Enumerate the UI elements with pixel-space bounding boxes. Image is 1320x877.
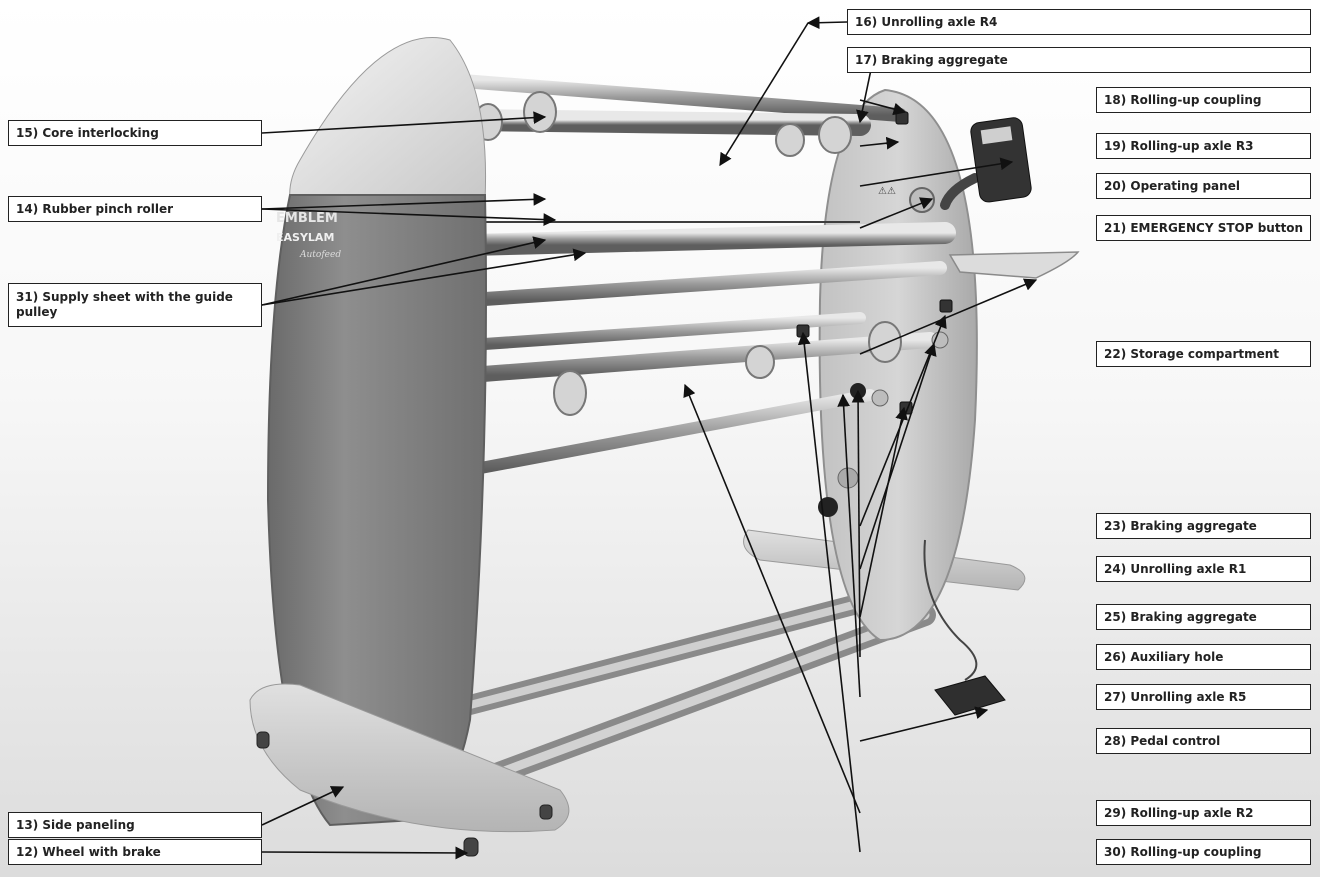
callout-12: 12) Wheel with brake	[8, 839, 262, 865]
leader-19	[859, 136, 900, 150]
brand-text-easylam: EASYLAM	[276, 231, 334, 244]
leader-13	[261, 786, 345, 826]
callout-23: 23) Braking aggregate	[1096, 513, 1311, 539]
leader-27	[837, 393, 861, 698]
callout-24: 24) Unrolling axle R1	[1096, 556, 1311, 582]
wheels	[256, 731, 553, 857]
callout-26: 26) Auxiliary hole	[1096, 644, 1311, 670]
leader-18	[859, 99, 907, 116]
callout-19: 19) Rolling-up axle R3	[1096, 133, 1311, 159]
callout-13: 13) Side paneling	[8, 812, 262, 838]
leader-15	[261, 111, 547, 134]
brand-text-emblem: EMBLEM	[276, 211, 338, 226]
left-side-panel: EMBLEM EASYLAM Autofeed	[266, 37, 487, 827]
callout-21: 21) EMERGENCY STOP button	[1096, 215, 1311, 241]
svg-text:⚠⚠: ⚠⚠	[878, 186, 896, 197]
callout-29: 29) Rolling-up axle R2	[1096, 800, 1311, 826]
callout-28: 28) Pedal control	[1096, 728, 1311, 754]
leader-28	[859, 706, 989, 742]
leader-20	[859, 157, 1014, 187]
leader-lines	[261, 16, 1038, 860]
leader-31-a	[261, 236, 547, 306]
callout-15: 15) Core interlocking	[8, 120, 262, 146]
callout-30: 30) Rolling-up coupling	[1096, 839, 1311, 865]
leader-24	[859, 342, 937, 570]
callout-25: 25) Braking aggregate	[1096, 604, 1311, 630]
leader-22	[859, 278, 1038, 355]
pedal-device	[923, 539, 1006, 716]
callout-14: 14) Rubber pinch roller	[8, 196, 262, 222]
callout-16: 16) Unrolling axle R4	[847, 9, 1311, 35]
leader-14-b	[261, 208, 557, 226]
leader-29	[683, 383, 861, 814]
callout-20: 20) Operating panel	[1096, 173, 1311, 199]
callout-31: 31) Supply sheet with the guide pulley	[8, 283, 262, 327]
callout-27: 27) Unrolling axle R5	[1096, 684, 1311, 710]
storage-tray	[948, 251, 1080, 279]
leader-30	[797, 331, 861, 853]
callout-22: 22) Storage compartment	[1096, 341, 1311, 367]
leader-25	[859, 406, 908, 618]
leader-21	[859, 197, 934, 229]
leader-14-a	[261, 193, 547, 210]
leader-31-b	[261, 248, 587, 306]
leader-26	[851, 389, 865, 658]
leader-16-b	[719, 22, 809, 167]
callout-18: 18) Rolling-up coupling	[1096, 87, 1311, 113]
front-base-foot	[249, 683, 570, 833]
leader-16-a	[806, 16, 848, 30]
leader-12	[261, 846, 469, 860]
brand-text-autofeed: Autofeed	[299, 250, 341, 260]
callout-17: 17) Braking aggregate	[847, 47, 1311, 73]
